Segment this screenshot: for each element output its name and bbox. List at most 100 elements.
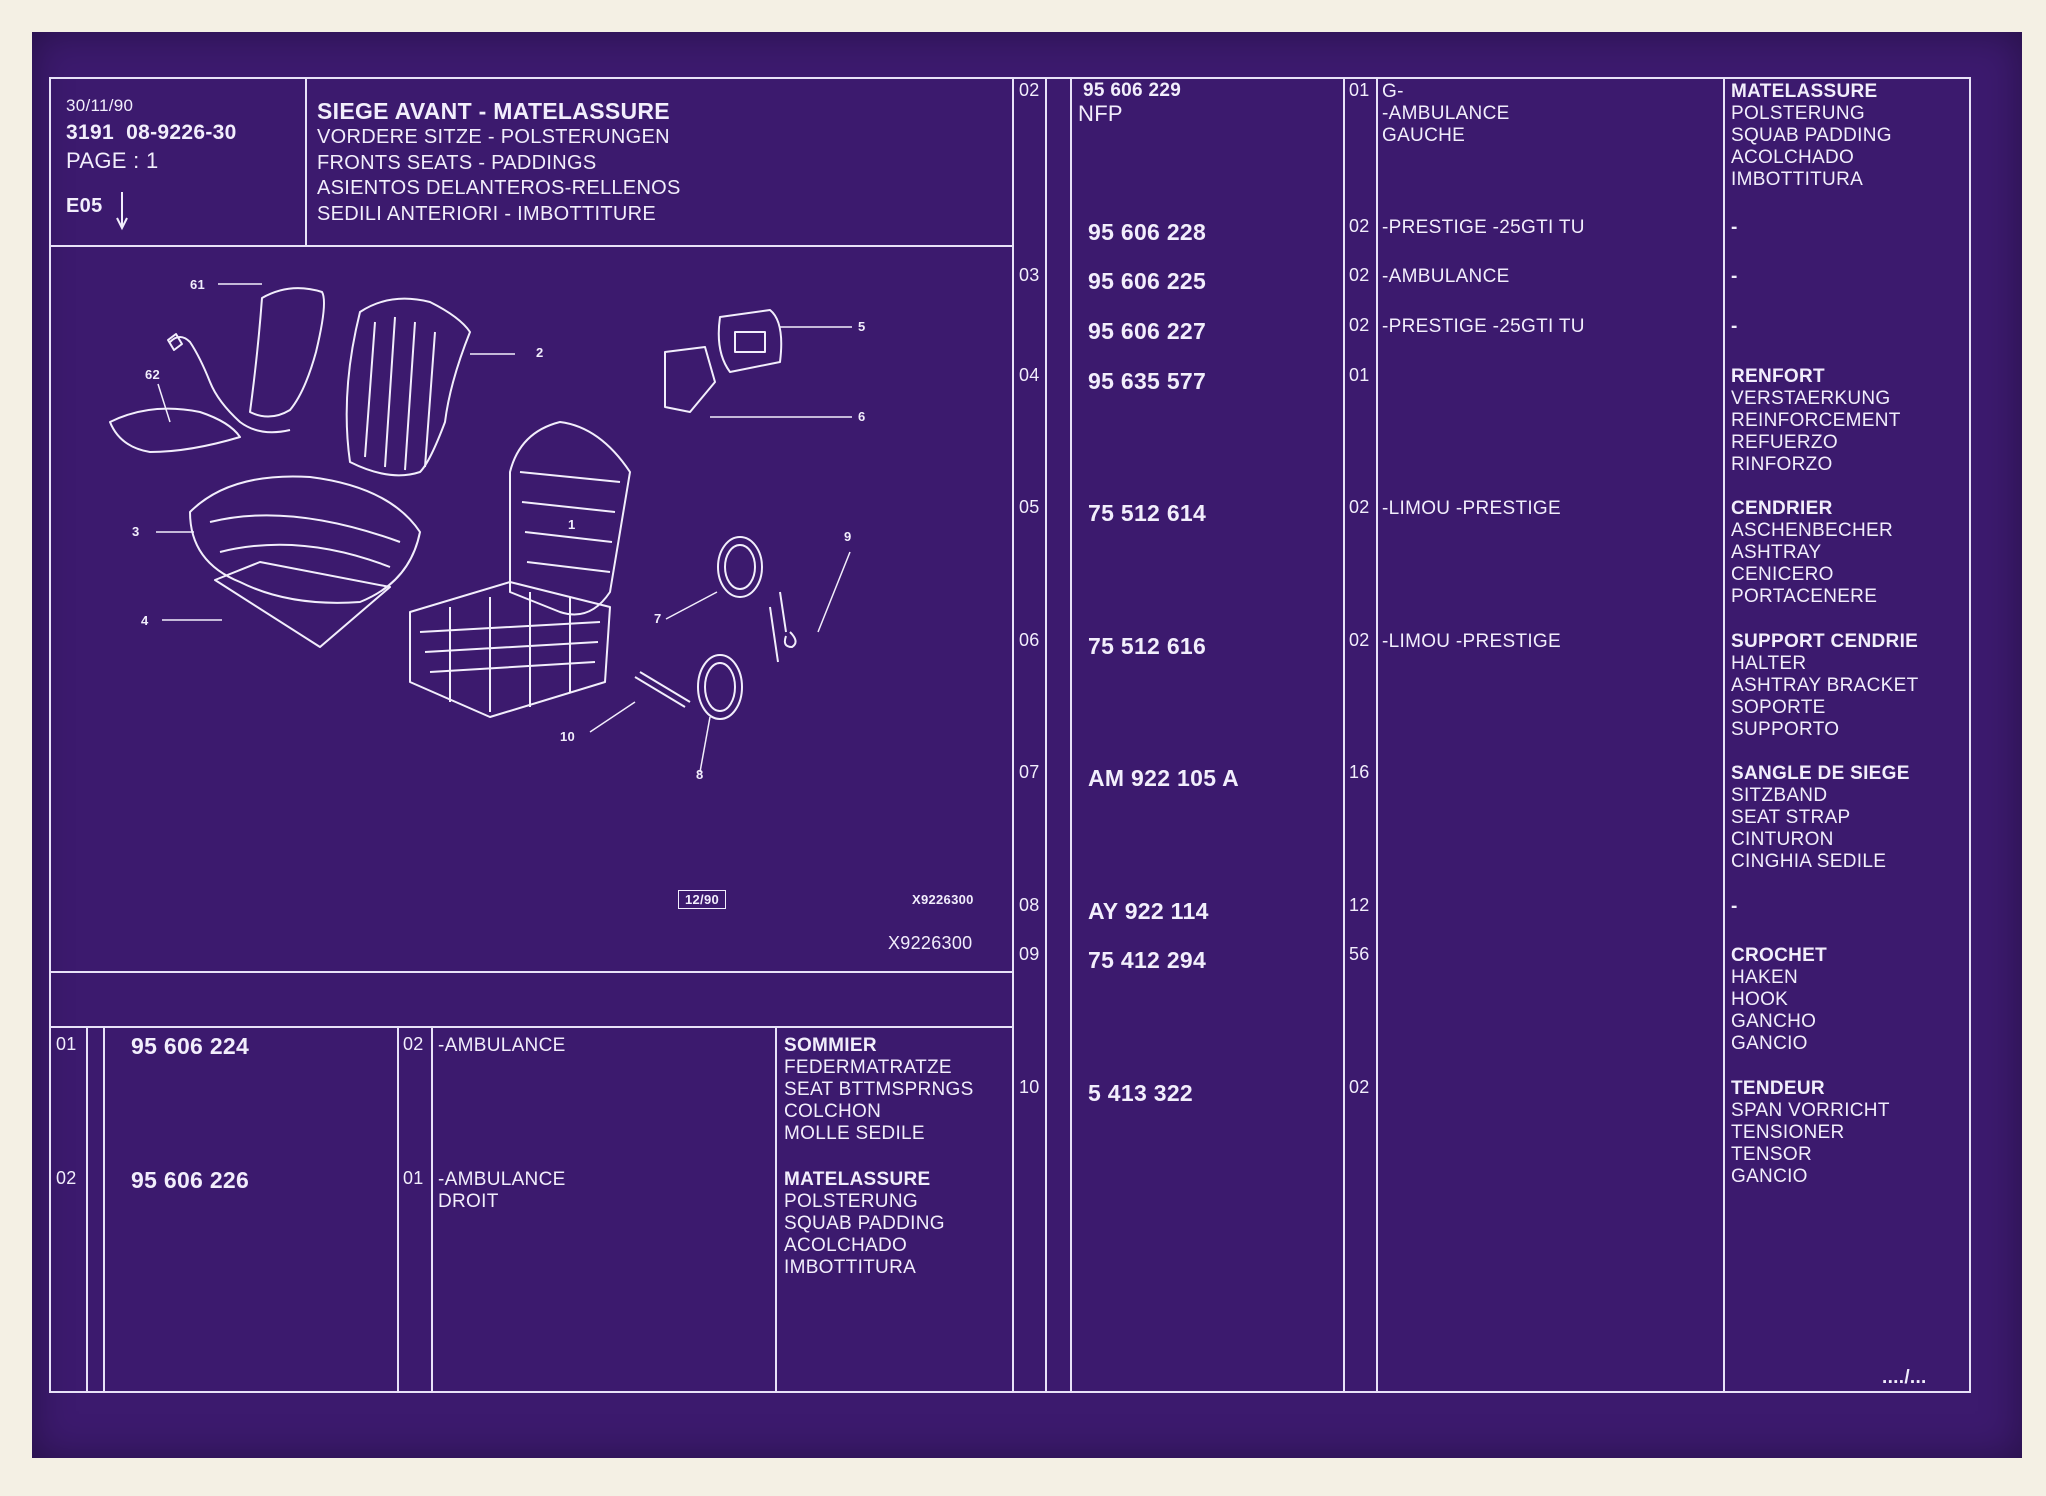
back-padding-61 bbox=[249, 287, 325, 418]
designation-line: TENDEUR bbox=[1731, 1078, 1825, 1099]
quantity: 02 bbox=[1349, 315, 1370, 335]
callout-7: 7 bbox=[654, 611, 662, 626]
designation-line: SEAT STRAP bbox=[1731, 807, 1851, 828]
designation-line: - bbox=[1731, 896, 1738, 917]
part-reference: AY 922 114 bbox=[1088, 898, 1209, 924]
callout-9: 9 bbox=[844, 529, 852, 544]
subtitle-line: SEDILI ANTERIORI - IMBOTTITURE bbox=[317, 202, 657, 225]
part-reference: AM 922 105 A bbox=[1088, 765, 1240, 791]
callout-5: 5 bbox=[858, 319, 866, 334]
version-line: -LIMOU -PRESTIGE bbox=[1382, 498, 1561, 519]
item-number: 01 bbox=[56, 1034, 77, 1054]
designation-line: RENFORT bbox=[1731, 366, 1825, 387]
version-line: -AMBULANCE bbox=[438, 1169, 566, 1190]
designation-line: SPAN VORRICHT bbox=[1731, 1100, 1890, 1121]
designation-line: ASHTRAY BRACKET bbox=[1731, 675, 1919, 696]
designation-line: HALTER bbox=[1731, 653, 1807, 674]
ashtray-5 bbox=[717, 309, 783, 373]
seat-padding-62 bbox=[109, 407, 241, 453]
diagram-date-box: 12/90 bbox=[678, 890, 727, 909]
part-reference: 95 606 224 bbox=[131, 1033, 250, 1059]
callout-6: 6 bbox=[858, 409, 866, 424]
callout-62: 62 bbox=[145, 367, 161, 382]
version-line: -LIMOU -PRESTIGE bbox=[1382, 631, 1561, 652]
designation-line: REINFORCEMENT bbox=[1731, 410, 1901, 431]
designation-line: MOLLE SEDILE bbox=[784, 1123, 925, 1144]
ring-7 bbox=[717, 536, 763, 598]
backrest-2 bbox=[345, 297, 471, 477]
designation-line: - bbox=[1731, 316, 1738, 337]
version-line: -AMBULANCE bbox=[1382, 266, 1510, 287]
seat-cushion-3 bbox=[189, 475, 421, 604]
part-reference: 75 512 614 bbox=[1088, 500, 1207, 526]
item-number: 05 bbox=[1019, 497, 1040, 517]
header-date: 30/11/90 bbox=[66, 96, 134, 115]
part-reference: 75 412 294 bbox=[1088, 947, 1207, 973]
quantity: 02 bbox=[1349, 216, 1370, 236]
page-title: SIEGE AVANT - MATELASSURE bbox=[317, 98, 670, 124]
item-number: 03 bbox=[1019, 265, 1040, 285]
designation-line: TENSOR bbox=[1731, 1144, 1812, 1165]
part-reference: 95 606 227 bbox=[1088, 318, 1207, 344]
quantity: 02 bbox=[1349, 265, 1370, 285]
quantity: 12 bbox=[1349, 895, 1370, 915]
designation-line: SQUAB PADDING bbox=[784, 1213, 945, 1234]
quantity: 01 bbox=[403, 1168, 424, 1188]
callout-10: 10 bbox=[560, 729, 576, 744]
item-number: 10 bbox=[1019, 1077, 1040, 1097]
quantity: 02 bbox=[403, 1034, 424, 1054]
item-number: 02 bbox=[56, 1168, 77, 1188]
designation-line: GANCIO bbox=[1731, 1033, 1808, 1054]
seat-exploded-diagram bbox=[109, 283, 852, 773]
version-line: -AMBULANCE bbox=[1382, 103, 1510, 124]
subtitle-line: ASIENTOS DELANTEROS-RELLENOS bbox=[317, 177, 681, 199]
designation-line: TENSIONER bbox=[1731, 1122, 1845, 1143]
seat-frame-1 bbox=[509, 421, 631, 616]
quantity: 02 bbox=[1349, 497, 1370, 517]
quantity: 01 bbox=[1349, 80, 1370, 100]
designation-line: CINTURON bbox=[1731, 829, 1834, 850]
designation-line: MATELASSURE bbox=[784, 1169, 931, 1190]
designation-line: SITZBAND bbox=[1731, 785, 1828, 806]
designation-line: IMBOTTITURA bbox=[1731, 169, 1864, 190]
diagram-ref-small: X9226300 bbox=[912, 892, 974, 907]
quantity: 01 bbox=[1349, 365, 1370, 385]
header-section: E05 bbox=[66, 195, 103, 217]
item-number: 02 bbox=[1019, 80, 1040, 100]
item-number: 09 bbox=[1019, 944, 1040, 964]
designation-line: SOPORTE bbox=[1731, 697, 1826, 718]
designation-line: SQUAB PADDING bbox=[1731, 125, 1892, 146]
designation-line: VERSTAERKUNG bbox=[1731, 388, 1891, 409]
hook-9 bbox=[783, 631, 797, 648]
designation-line: SUPPORTO bbox=[1731, 719, 1840, 740]
part-reference: 95 635 577 bbox=[1088, 368, 1207, 394]
version-line: GAUCHE bbox=[1382, 125, 1466, 146]
designation-line: IMBOTTITURA bbox=[784, 1257, 917, 1278]
wire-harness bbox=[169, 336, 291, 434]
subtitle-line: FRONTS SEATS - PADDINGS bbox=[317, 151, 597, 174]
callout-3: 3 bbox=[132, 524, 140, 539]
part-note: NFP bbox=[1078, 101, 1123, 126]
subtitle-line: VORDERE SITZE - POLSTERUNGEN bbox=[317, 126, 670, 148]
part-reference: 95 606 225 bbox=[1088, 268, 1207, 294]
designation-line: ACOLCHADO bbox=[1731, 147, 1855, 168]
callout-4: 4 bbox=[141, 613, 149, 628]
designation-line: ASHTRAY bbox=[1731, 542, 1822, 563]
designation-line: CENICERO bbox=[1731, 564, 1834, 585]
part-reference: 95 606 228 bbox=[1088, 219, 1207, 245]
designation-line: GANCIO bbox=[1731, 1166, 1808, 1187]
designation-line: POLSTERUNG bbox=[1731, 103, 1865, 124]
designation-line: POLSTERUNG bbox=[784, 1191, 918, 1212]
callout-8: 8 bbox=[696, 767, 704, 782]
designation-line: CENDRIER bbox=[1731, 498, 1833, 519]
base-pad-4 bbox=[214, 561, 391, 648]
callout-61: 61 bbox=[190, 277, 206, 292]
item-number: 04 bbox=[1019, 365, 1040, 385]
quantity: 56 bbox=[1349, 944, 1370, 964]
designation-line: - bbox=[1731, 217, 1738, 238]
part-reference: 75 512 616 bbox=[1088, 633, 1207, 659]
designation-line: - bbox=[1731, 266, 1738, 287]
designation-line: CROCHET bbox=[1731, 945, 1828, 966]
header-code: 3191 08-9226-30 bbox=[66, 121, 237, 144]
